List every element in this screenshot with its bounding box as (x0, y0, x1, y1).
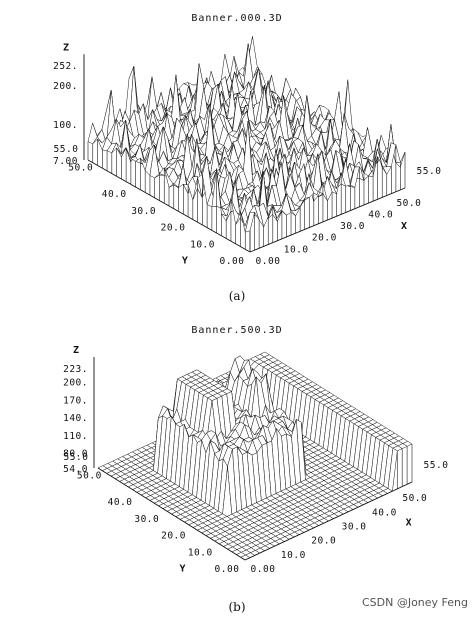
x-tick-label: 55.0 (417, 166, 442, 177)
x-axis-label: X (406, 518, 412, 529)
y-axis-label: Y (182, 255, 188, 266)
x-tick-label: 20.0 (312, 233, 337, 244)
z-tick-label: 54.0 (63, 464, 88, 475)
z-tick-label: 200. (63, 378, 88, 389)
x-tick-label: 10.0 (284, 244, 309, 255)
x-tick-label: 20.0 (311, 536, 336, 547)
axes: 0.0010.020.030.040.050.055.00.0010.020.0… (63, 345, 448, 575)
surface-facet (244, 211, 255, 233)
chart-panel-b: Banner.500.3D 0.0010.020.030.040.050.055… (63, 325, 448, 614)
y-tick-label: 40.0 (102, 189, 127, 200)
z-tick-label: 200. (53, 81, 78, 92)
z-tick-label: 140. (63, 413, 88, 424)
base-edge (249, 187, 406, 253)
base-edge (97, 467, 246, 561)
y-tick-label: 10.0 (188, 547, 213, 558)
y-tick-label: 20.0 (161, 223, 186, 234)
base-edge (87, 159, 251, 253)
surface-plot (97, 351, 413, 561)
y-tick-label: 55.0 (64, 452, 89, 463)
y-tick-label: 10.0 (190, 239, 215, 250)
figure-caption: (a) (229, 289, 246, 303)
y-tick-label: 40.0 (108, 497, 133, 508)
z-tick-label: 7.00 (53, 156, 78, 167)
y-tick-label: 30.0 (134, 514, 159, 525)
x-tick-label: 40.0 (368, 209, 393, 220)
x-tick-label: 10.0 (281, 550, 306, 561)
z-tick-label: 80.0 (63, 449, 88, 460)
chart-title: Banner.000.3D (191, 13, 282, 24)
y-tick-label: 55.0 (54, 144, 79, 155)
x-tick-label: 0.00 (251, 564, 276, 575)
x-tick-label: 50.0 (402, 493, 427, 504)
y-axis-label: Y (180, 563, 186, 574)
chart-title: Banner.500.3D (191, 325, 282, 336)
y-tick-label: 50.0 (77, 470, 102, 481)
y-tick-label: 20.0 (161, 531, 186, 542)
z-tick-label: 252. (53, 61, 78, 72)
x-tick-label: 55.0 (424, 460, 449, 471)
z-tick-label: 100. (53, 120, 78, 131)
y-tick-label: 0.00 (215, 564, 240, 575)
z-tick-label: 223. (63, 364, 88, 375)
x-tick-label: 0.00 (256, 256, 281, 267)
x-tick-label: 40.0 (372, 507, 397, 518)
watermark: CSDN @Joney Feng (362, 596, 468, 609)
axes: 0.0010.020.030.040.050.055.00.0010.020.0… (53, 42, 441, 267)
z-axis-label: Z (73, 345, 79, 356)
y-tick-label: 50.0 (68, 162, 93, 173)
y-tick-label: 0.00 (220, 256, 245, 267)
x-tick-label: 50.0 (396, 198, 421, 209)
y-tick-label: 30.0 (131, 206, 156, 217)
figure-caption: (b) (228, 600, 245, 614)
surface-plot (87, 36, 406, 253)
x-axis-label: X (401, 221, 407, 232)
chart-panel-a: Banner.000.3D 0.0010.020.030.040.050.055… (53, 13, 441, 303)
z-tick-label: 110. (63, 431, 88, 442)
z-axis-label: Z (63, 42, 69, 53)
base-edge (244, 481, 413, 561)
x-tick-label: 30.0 (342, 521, 367, 532)
z-tick-label: 170. (63, 395, 88, 406)
x-tick-label: 30.0 (340, 221, 365, 232)
